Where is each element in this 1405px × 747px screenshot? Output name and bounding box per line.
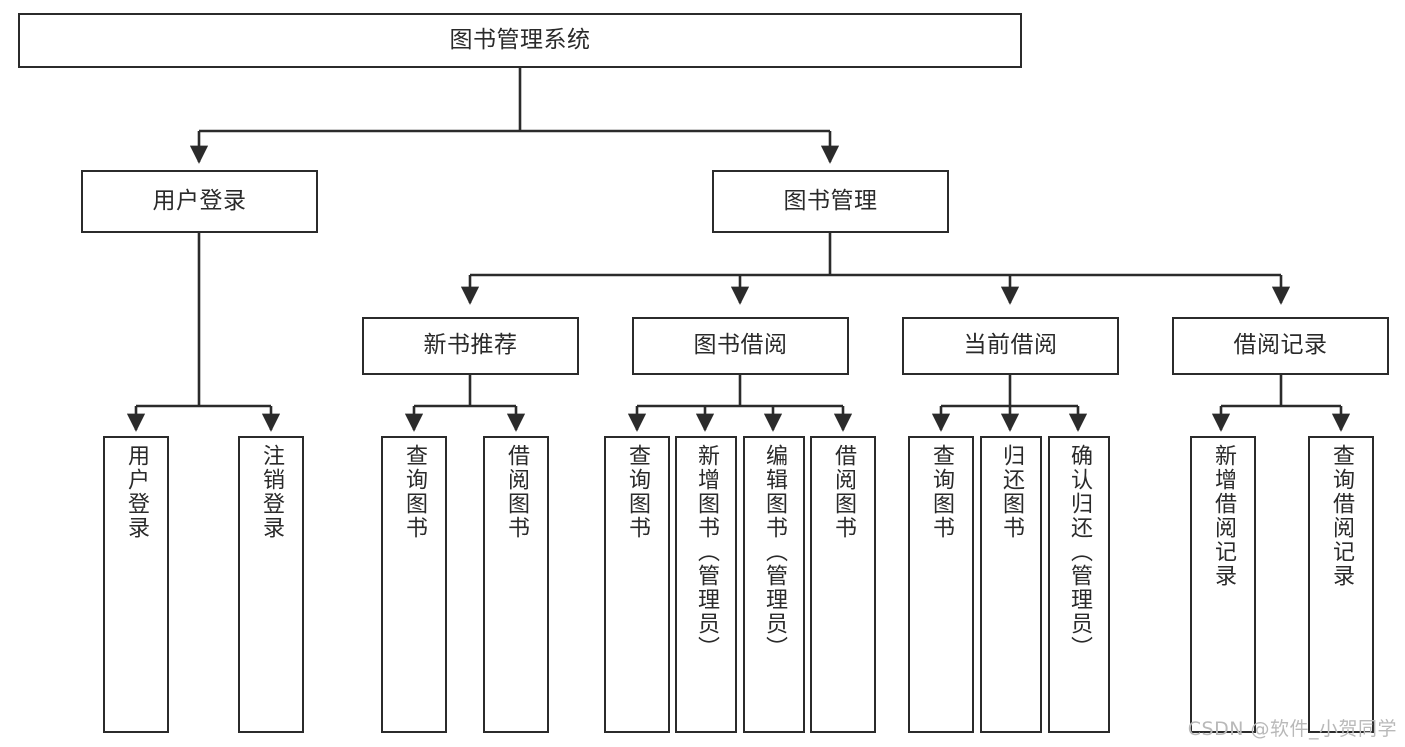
node-label: 注销登录 xyxy=(259,444,284,540)
node-label: 查询图书 xyxy=(929,444,954,540)
leaf-borrow-borrow-book[interactable]: 借阅图书 xyxy=(810,436,876,733)
node-label: 查询图书 xyxy=(402,444,427,540)
node-current-borrow[interactable]: 当前借阅 xyxy=(902,317,1119,375)
node-label: 图书借阅 xyxy=(693,332,788,359)
node-label: 查询图书 xyxy=(625,444,650,540)
node-user-login[interactable]: 用户登录 xyxy=(81,170,318,233)
node-label: 新增借阅记录 xyxy=(1211,444,1236,588)
leaf-record-add-borrow-record[interactable]: 新增借阅记录 xyxy=(1190,436,1256,733)
leaf-recommend-borrow-book[interactable]: 借阅图书 xyxy=(483,436,549,733)
node-label: 图书管理系统 xyxy=(449,26,591,53)
node-book-borrow[interactable]: 图书借阅 xyxy=(632,317,849,375)
leaf-user-login[interactable]: 用户登录 xyxy=(103,436,169,733)
node-label: 用户登录 xyxy=(124,444,149,540)
leaf-current-query-book[interactable]: 查询图书 xyxy=(908,436,974,733)
watermark-text: CSDN @软件_小贺同学 xyxy=(1187,718,1397,740)
node-label: 图书管理 xyxy=(783,187,878,214)
node-label: 用户登录 xyxy=(152,187,247,214)
leaf-current-confirm-return-admin[interactable]: 确认归还（管理员） xyxy=(1048,436,1110,733)
node-label: 新书推荐 xyxy=(423,332,518,359)
node-label: 借阅图书 xyxy=(831,444,856,540)
node-book-management[interactable]: 图书管理 xyxy=(712,170,949,233)
leaf-recommend-query-book[interactable]: 查询图书 xyxy=(381,436,447,733)
node-label: 查询借阅记录 xyxy=(1329,444,1354,588)
leaf-borrow-add-book-admin[interactable]: 新增图书（管理员） xyxy=(675,436,737,733)
node-label: 确认归还（管理员） xyxy=(1067,444,1092,660)
leaf-borrow-edit-book-admin[interactable]: 编辑图书（管理员） xyxy=(743,436,805,733)
leaf-borrow-query-book[interactable]: 查询图书 xyxy=(604,436,670,733)
node-label: 编辑图书（管理员） xyxy=(762,444,787,660)
node-label: 借阅图书 xyxy=(504,444,529,540)
node-label: 新增图书（管理员） xyxy=(694,444,719,660)
node-label: 当前借阅 xyxy=(963,332,1058,359)
node-root-system[interactable]: 图书管理系统 xyxy=(18,13,1022,68)
leaf-current-return-book[interactable]: 归还图书 xyxy=(980,436,1042,733)
leaf-record-query-borrow-record[interactable]: 查询借阅记录 xyxy=(1308,436,1374,733)
node-label: 借阅记录 xyxy=(1233,332,1328,359)
leaf-user-logout[interactable]: 注销登录 xyxy=(238,436,304,733)
node-borrow-record[interactable]: 借阅记录 xyxy=(1172,317,1389,375)
node-label: 归还图书 xyxy=(999,444,1024,540)
node-new-book-recommend[interactable]: 新书推荐 xyxy=(362,317,579,375)
